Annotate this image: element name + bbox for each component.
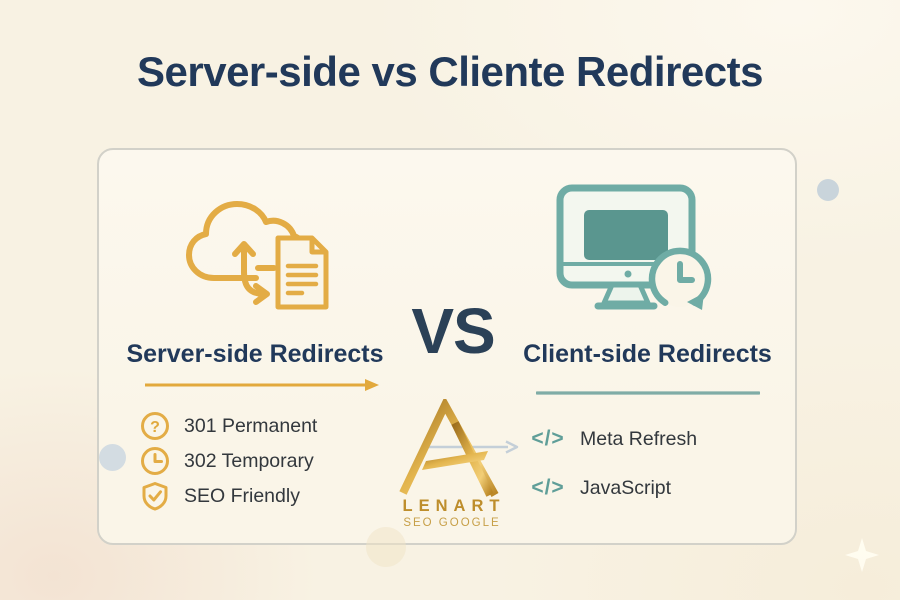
list-item: 302 Temporary <box>140 446 317 476</box>
list-item-label: 302 Temporary <box>184 449 314 472</box>
gold-arrow-underline <box>145 379 379 391</box>
client-side-heading: Client-side Redirects <box>523 340 772 368</box>
decor-dot <box>99 444 126 471</box>
server-side-list: ? 301 Permanent 302 Temporary SEO Friend… <box>140 411 317 516</box>
teal-underline <box>536 391 760 395</box>
list-item: </> JavaScript <box>530 473 697 503</box>
cloud-upload-document-icon <box>186 201 329 310</box>
server-side-heading: Server-side Redirects <box>126 340 384 368</box>
gold-triangle-a-logo <box>399 399 499 497</box>
list-item: ? 301 Permanent <box>140 411 317 441</box>
brand-tagline: SEO GOOGLE <box>403 517 501 529</box>
vs-label: VS <box>411 295 495 367</box>
list-item: </> Meta Refresh <box>530 424 697 454</box>
decor-dot <box>817 179 839 201</box>
brand-name: LENART <box>402 497 506 515</box>
code-icon: </> <box>531 427 565 450</box>
decor-circle <box>366 527 406 567</box>
list-item: SEO Friendly <box>140 481 317 511</box>
monitor-history-clock-icon <box>556 184 712 310</box>
code-icon: </> <box>531 476 565 499</box>
list-item-label: JavaScript <box>580 476 672 499</box>
sparkle-icon <box>845 538 879 572</box>
list-item-label: 301 Permanent <box>184 414 318 437</box>
list-item-label: Meta Refresh <box>580 427 698 450</box>
page-title: Server-side vs Cliente Redirects <box>137 48 763 95</box>
client-side-list: </> Meta Refresh </> JavaScript <box>530 424 697 508</box>
question-icon: ? <box>141 412 169 440</box>
shield-check-icon <box>142 482 168 511</box>
svg-text:?: ? <box>150 419 160 436</box>
clock-icon <box>141 447 169 475</box>
list-item-label: SEO Friendly <box>184 484 300 507</box>
